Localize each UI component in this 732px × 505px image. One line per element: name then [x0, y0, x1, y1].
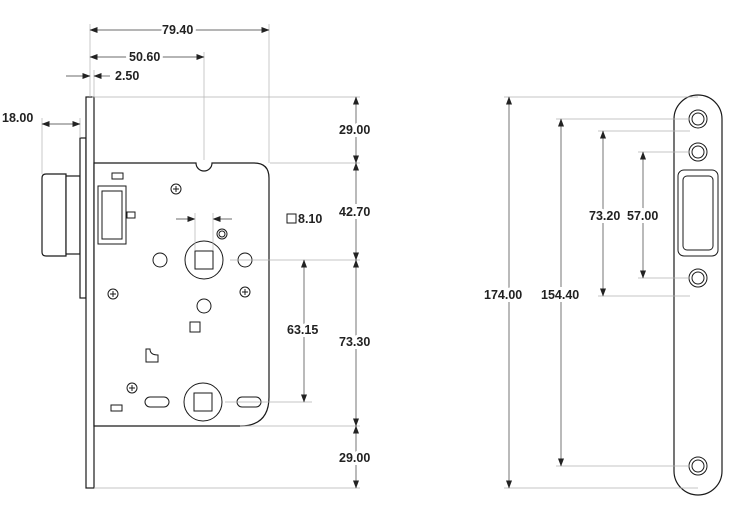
latch-bolt: [41, 173, 67, 257]
dim-latch-projection: 18.00: [2, 111, 33, 125]
hook-part: [145, 348, 159, 363]
screw-hole-icon: [688, 268, 708, 288]
latch-mechanism: [97, 185, 127, 245]
dim-square-spindle: 8.10: [298, 212, 322, 226]
handle-hub: [184, 240, 224, 280]
dim-lower-section: 73.30: [339, 335, 370, 349]
mortise-lock-view: [41, 96, 270, 489]
screw-icon: [239, 286, 251, 298]
latch-guide: [65, 175, 81, 255]
dim-faceplate-thickness: 2.50: [115, 69, 139, 83]
square-symbol: [286, 213, 297, 224]
bottom-slot: [110, 404, 123, 412]
key-square: [193, 392, 213, 412]
screw-hole-icon: [688, 142, 708, 162]
dim-width-total: 79.40: [162, 23, 193, 37]
dim-top-offset: 29.00: [339, 123, 370, 137]
dim-strike-opening: 57.00: [627, 209, 658, 223]
screw-icon: [126, 382, 138, 394]
screw-icon: [107, 288, 119, 300]
dimension-lines-right: [506, 96, 646, 489]
strike-plate-view: [673, 94, 723, 496]
dim-handle-to-key: 63.15: [287, 323, 318, 337]
key-hub: [183, 382, 223, 422]
latch-spring: [101, 190, 123, 240]
dim-strike-holes: 73.20: [589, 209, 620, 223]
extension-lines-left: [41, 24, 360, 489]
latch-opening: [677, 169, 719, 257]
dimension-labels-right: 174.00 154.40 73.20 57.00: [481, 206, 661, 305]
screw-hole-icon: [688, 456, 708, 476]
pin-hole: [216, 228, 228, 240]
dim-bottom-offset: 29.00: [339, 451, 370, 465]
screw-hole-icon: [688, 109, 708, 129]
dim-faceplate-length: 174.00: [484, 288, 522, 302]
oval-slot: [144, 396, 170, 408]
handle-square: [194, 250, 214, 270]
extension-lines-right: [504, 96, 698, 489]
faceplate-front: [85, 96, 95, 489]
fixing-hole: [152, 252, 168, 268]
dim-handle-to-top: 42.70: [339, 205, 370, 219]
fixing-hole: [196, 298, 212, 314]
dim-screw-spacing: 154.40: [541, 288, 579, 302]
top-slot: [111, 172, 124, 180]
latch-pin: [126, 211, 136, 219]
lock-case: [93, 162, 270, 427]
dim-backset: 50.60: [129, 50, 160, 64]
small-square: [189, 321, 201, 333]
dimension-lines-left: [41, 27, 359, 489]
screw-icon: [170, 183, 182, 195]
dimension-labels-left: 79.40 50.60 2.50 18.00 29.00 42.70 8.10 …: [2, 20, 373, 468]
faceplate-edge: [79, 137, 87, 299]
